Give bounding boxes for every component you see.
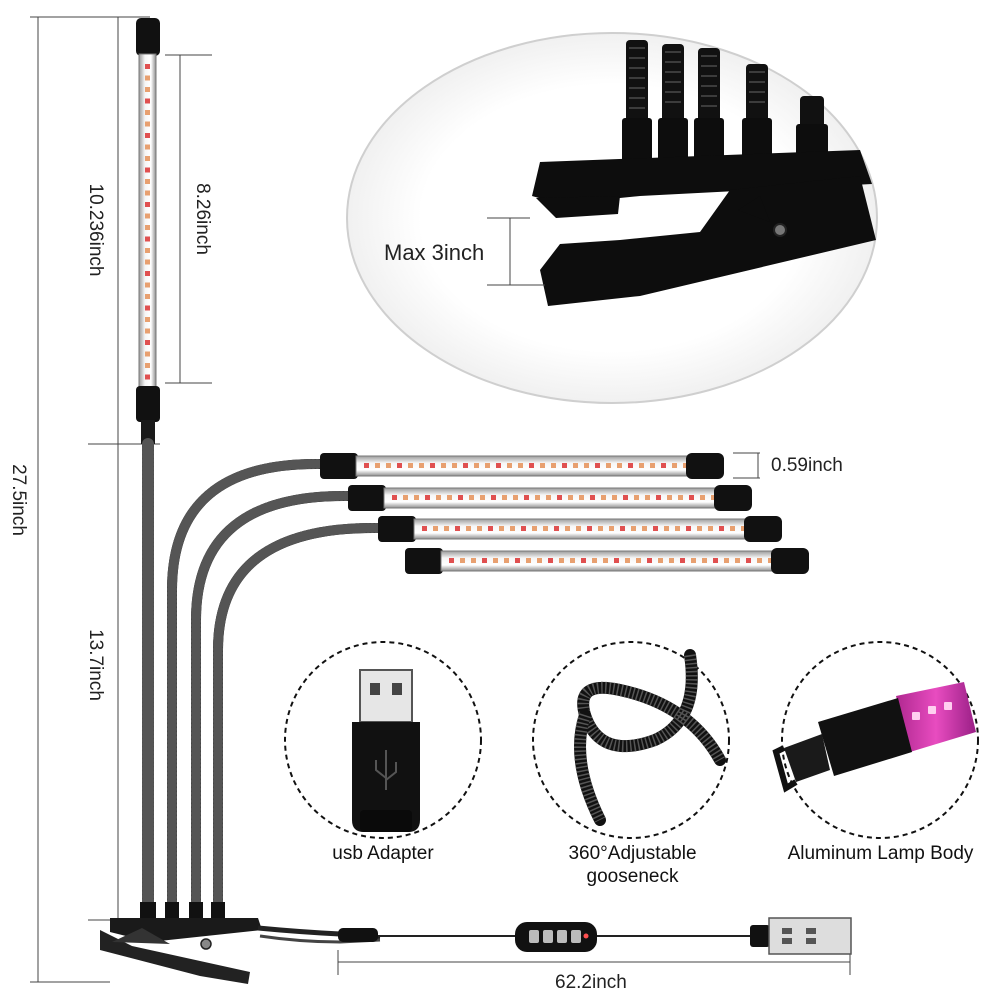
feature-caption-lamp-body: Aluminum Lamp Body (787, 843, 974, 864)
clip-detail-inset (346, 32, 878, 404)
lamp-bar-4 (405, 548, 809, 574)
usb-symbol-icon (375, 750, 397, 790)
lamp-body-circle (772, 641, 979, 839)
vertical-lamp-bar (136, 18, 160, 444)
dimension-lines (30, 16, 851, 983)
lamp-bar-2 (348, 485, 752, 511)
feature-caption-usb-adapter: usb Adapter (332, 843, 434, 864)
lamp-bar-3 (378, 516, 782, 542)
lamp-bar-1 (320, 453, 724, 479)
goosenecks (142, 438, 383, 916)
base-clip (100, 902, 262, 984)
bar-diameter-label: 0.59inch (771, 455, 843, 476)
gooseneck-section-label: 13.7inch (85, 629, 106, 701)
cable-length-label: 62.2inch (555, 972, 627, 993)
usb-adapter-circle (284, 641, 482, 839)
lamp-bar-length-label: 8.26inch (192, 183, 213, 255)
upper-section-label: 10.236inch (85, 183, 106, 277)
horizontal-lamp-bars (320, 453, 809, 574)
feature-caption-gooseneck: 360°Adjustable gooseneck (568, 843, 697, 887)
gooseneck-circle (532, 641, 730, 839)
clip-opening-label: Max 3inch (384, 240, 485, 265)
total-height-label: 27.5inch (8, 464, 29, 536)
power-cable (257, 917, 852, 955)
